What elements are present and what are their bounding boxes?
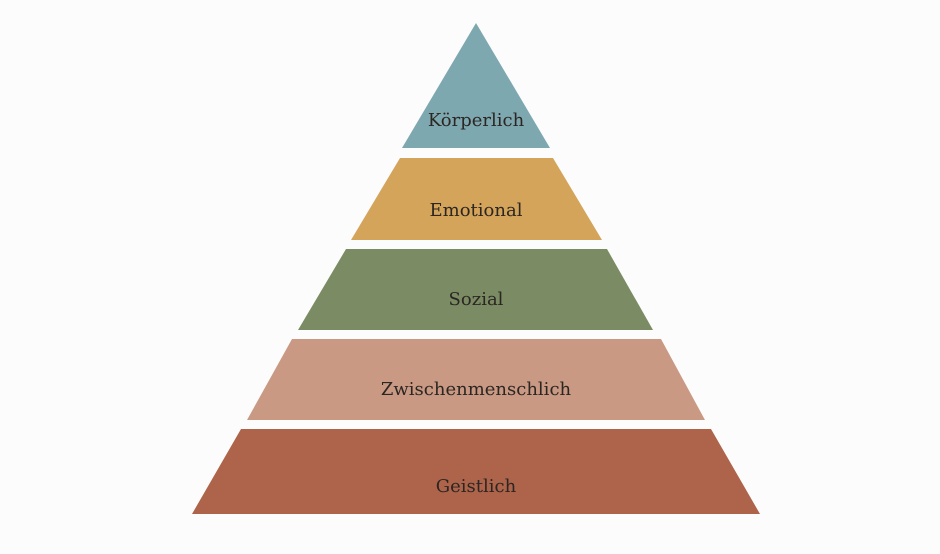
tier-zwischenmenschlich-shape	[247, 339, 705, 420]
tier-geistlich-label: Geistlich	[436, 476, 517, 497]
tier-korperlich-label: Körperlich	[428, 110, 525, 131]
tier-geistlich-shape	[192, 429, 760, 514]
tier-sozial-shape	[298, 249, 653, 330]
tier-korperlich-shape	[402, 23, 550, 148]
tier-emotional-shape	[351, 158, 602, 240]
tier-zwischenmenschlich-label: Zwischenmenschlich	[381, 379, 572, 400]
tier-emotional-label: Emotional	[430, 200, 523, 221]
tier-sozial-label: Sozial	[449, 289, 504, 310]
